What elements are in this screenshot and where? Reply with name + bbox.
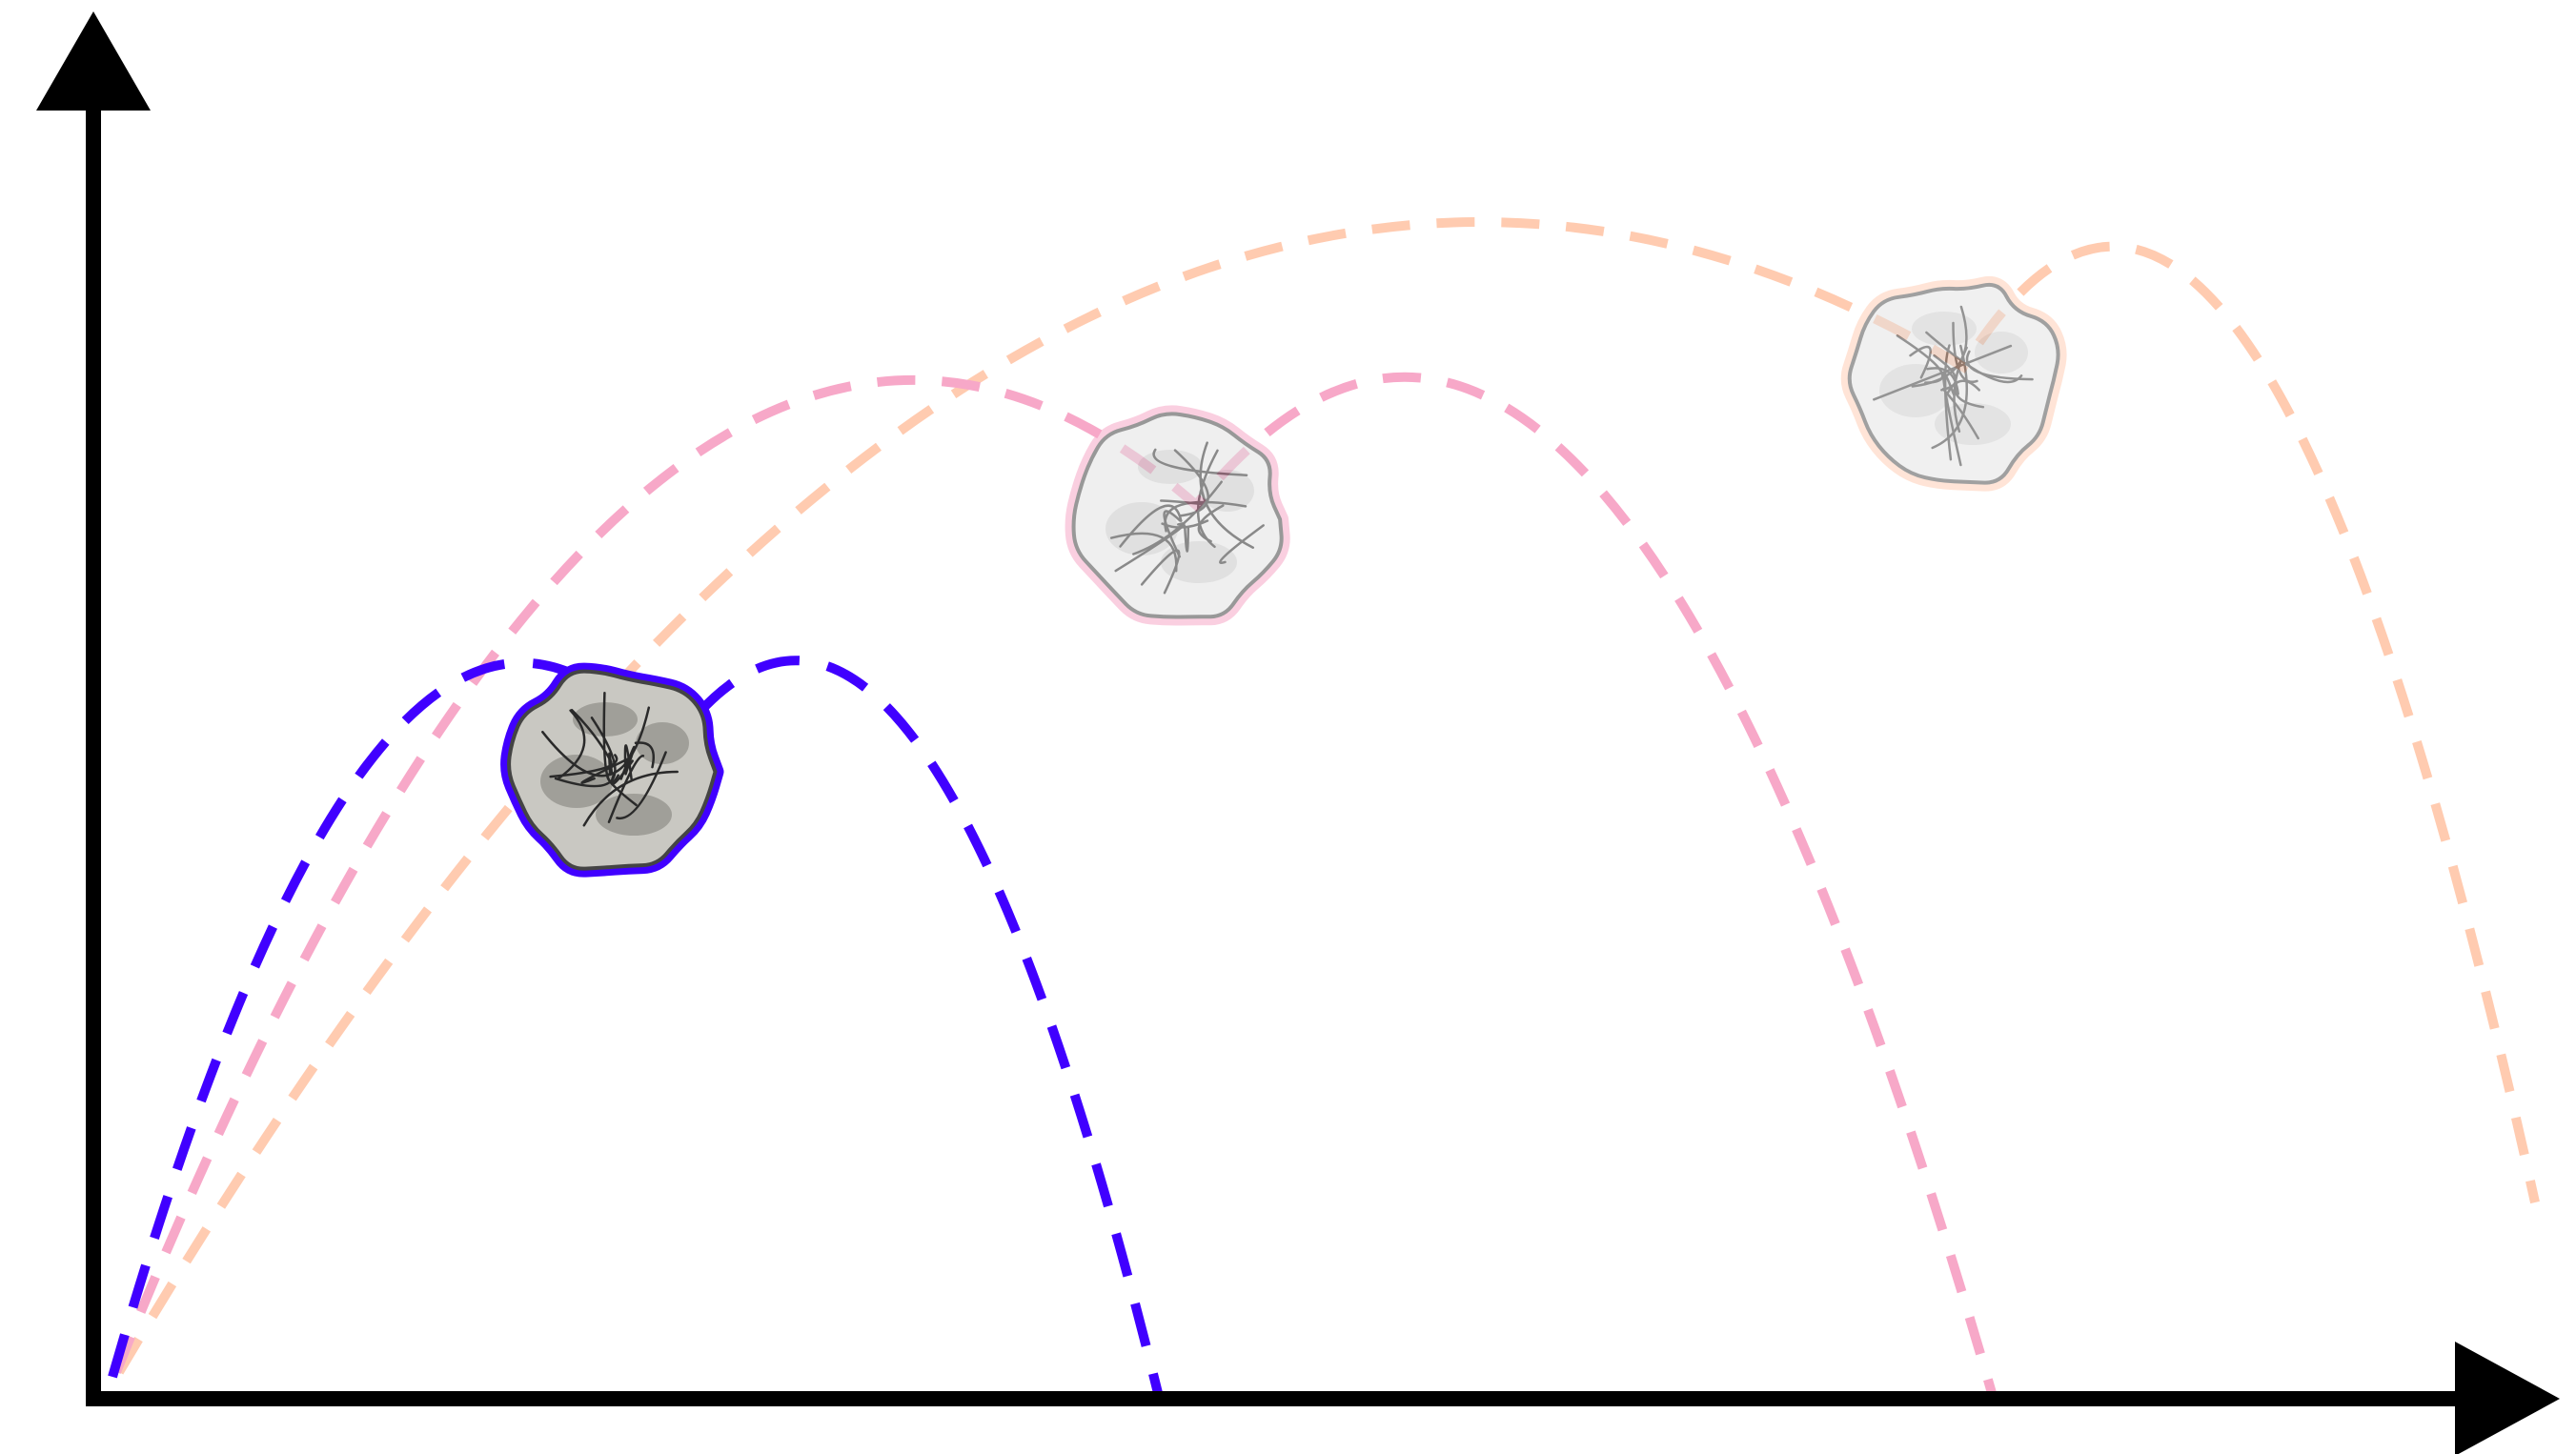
crumpled-paper-ball-icon-1: [500, 662, 724, 878]
crumpled-paper-ball-icon-2: [1065, 405, 1290, 626]
trajectory-layer: [108, 217, 2540, 1395]
ball-shading-3: [1879, 312, 2028, 445]
ball-creases-3: [1873, 305, 2034, 467]
y-axis-arrowhead-icon: [36, 11, 151, 111]
ball-creases-1: [541, 691, 679, 827]
trajectory-path-2: [112, 372, 1997, 1395]
trajectory-path-3: [114, 217, 2540, 1375]
ball-body-2: [1071, 412, 1284, 619]
x-axis-arrowhead-icon: [2455, 1342, 2560, 1454]
ball-layer: [500, 275, 2067, 878]
axes: [36, 11, 2560, 1454]
ball-shading-1: [540, 702, 689, 836]
ball-creases-2: [1109, 441, 1265, 595]
crumpled-paper-ball-icon-3: [1840, 275, 2067, 492]
